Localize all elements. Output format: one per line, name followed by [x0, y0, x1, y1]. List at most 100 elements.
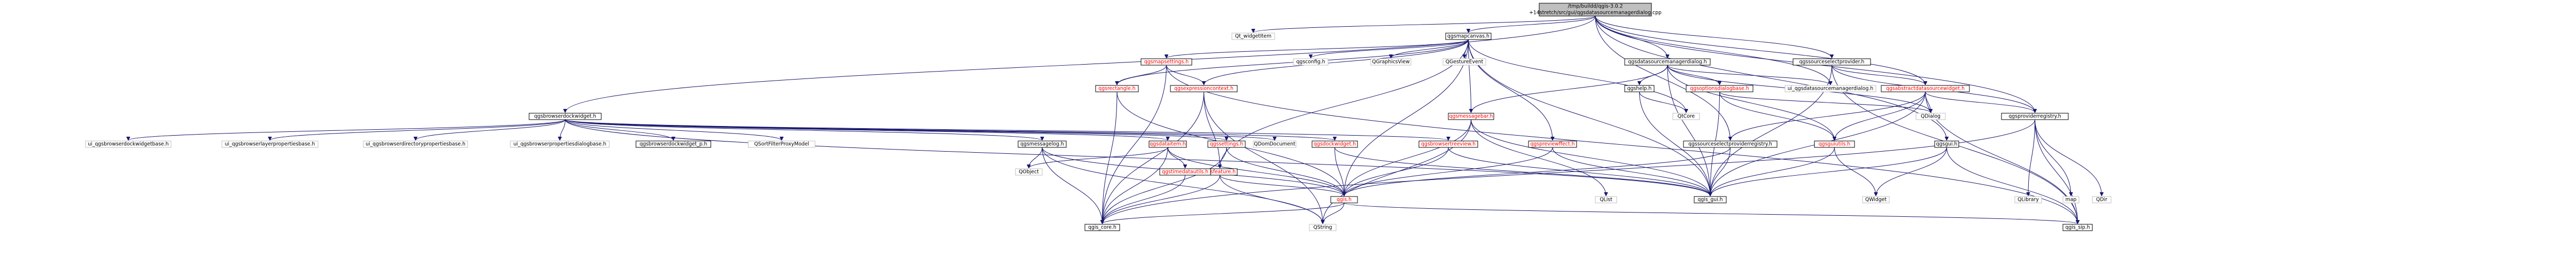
node-qgssourceselectprovider[interactable]: qgssourceselectprovider.h: [1793, 58, 1871, 66]
node-qgshelp[interactable]: qgshelp.h: [1624, 85, 1655, 92]
node-label-qgsbrowserdockwidget-p-0: qgsbrowserdockwidget_p.h: [640, 142, 708, 147]
edge-qgsmapsettings-to-qgis-core: [1103, 65, 1167, 224]
node-qgsfeature[interactable]: qgsfeature.h: [1202, 168, 1238, 176]
node-qgsoptionsdialogbase[interactable]: qgsoptionsdialogbase.h: [1686, 85, 1753, 92]
node-qgis-core[interactable]: qgis_core.h: [1084, 224, 1120, 231]
edge-qgspreviewffect-to-qgis-gui: [1552, 147, 1710, 197]
node-box-ui-datasourcemanager: [1784, 85, 1876, 92]
node-label-qsortfilterproxymodel-0: QSortFilterProxyModel: [754, 142, 809, 147]
node-box-qgraphicsview: [1370, 58, 1411, 66]
edge-qgsabstractdatasource-to-qgsguiutils: [1835, 91, 1926, 140]
node-label-qgsdatasourcemanagerdialog-0: qgsdatasourcemanagerdialog.h: [1628, 59, 1706, 65]
edge-qgsmapcanvas-to-qgsmessagebar: [1468, 39, 1471, 113]
node-qgsdataitem[interactable]: qgsdataitem.h: [1149, 140, 1187, 148]
node-qgssourceselectproviderregistry[interactable]: qgssourceselectproviderregistry.h: [1683, 140, 1778, 148]
edge-qgsmessagebar-to-qlist: [1471, 119, 1607, 196]
edge-qgsdockwidget-to-qgis-h: [1334, 147, 1345, 196]
edge-qgsmessagebar-to-qgis-h: [1344, 119, 1471, 196]
edge-qgsdatasourcemanagerdialog-to-qgis-gui: [1667, 65, 1710, 196]
node-qgsabstractdatasource[interactable]: qgsabstractdatasourcewidget.h: [1881, 85, 1970, 92]
edge-qgsbrowsertreeview-to-qgis-h: [1344, 147, 1449, 196]
node-qstring: QString: [1309, 224, 1337, 231]
node-box-map: [2062, 196, 2080, 203]
node-label-qgsfeature-0: qgsfeature.h: [1204, 169, 1236, 175]
node-qgsrectangle[interactable]: qgsrectangle.h: [1095, 85, 1139, 92]
edge-qgsmessagelog-to-qobject: [1029, 147, 1043, 169]
node-qgsbrowsertreeview[interactable]: qgsbrowsertreeview.h: [1418, 140, 1478, 148]
node-box-qlibrary: [2014, 196, 2042, 203]
node-box-qgsmapcanvas: [1445, 33, 1492, 40]
edge-qgsgui-to-qwidget: [1876, 147, 1947, 196]
node-box-qgsbrowserdockwidget-p: [635, 140, 711, 148]
node-qgis-sip[interactable]: qgis_sip.h: [2062, 224, 2093, 231]
node-label-qt-widgetitem-0: Qt_widgetItem: [1235, 34, 1271, 40]
node-qgsmessagelog[interactable]: qgsmessagelog.h: [1018, 140, 1067, 148]
edge-qgsbrowserdockwidget-to-qgsmessagelog: [565, 119, 1043, 141]
node-qt-widgetitem: Qt_widgetItem: [1231, 33, 1275, 40]
node-label-qgssettings-0: qgssettings.h: [1210, 142, 1244, 147]
node-box-qdir: [2092, 196, 2112, 203]
node-qdialog: QDialog: [1915, 113, 1946, 120]
edge-qgsbrowserdockwidget-to-qgsdataitem: [565, 119, 1168, 141]
node-box-qgssettings: [1207, 140, 1246, 148]
edge-qgis-h-to-qgis-sip: [1344, 202, 2078, 224]
edge-qgis-h-to-qgis-core: [1103, 202, 1345, 224]
node-label-ui-browserpropsdialog-0: ui_qgsbrowserpropertiesdialogbase.h: [514, 142, 607, 147]
node-label-qgssourceselectproviderregistry-0: qgssourceselectproviderregistry.h: [1688, 142, 1772, 147]
node-label-qgsmapsettings-0: qgsmapsettings.h: [1144, 59, 1189, 65]
edge-qgsbrowserdockwidget-to-qsortfilterproxymodel: [565, 119, 782, 141]
node-qgsbrowserdockwidget[interactable]: qgsbrowserdockwidget.h: [529, 113, 602, 120]
node-qgssettings[interactable]: qgssettings.h: [1207, 140, 1246, 148]
node-qgis-h[interactable]: qgis.h: [1330, 196, 1358, 203]
edge-qgsmapcanvas-to-qgspreviewffect: [1468, 39, 1553, 140]
edge-qgsfeature-to-qstring: [1220, 175, 1323, 224]
node-qgsmapsettings[interactable]: qgsmapsettings.h: [1140, 58, 1192, 66]
node-ui-browserpropsdialog: ui_qgsbrowserpropertiesdialogbase.h: [510, 140, 610, 148]
node-qgsdockwidget[interactable]: qgsdockwidget.h: [1312, 140, 1358, 148]
node-ui-datasourcemanager: ui_qgsdatasourcemanagerdialog.h: [1784, 85, 1876, 92]
edge-qgsmapcanvas-to-qgis-h: [1344, 39, 1469, 196]
node-root[interactable]: /tmp/buildd/qgis-3.0.2+14stretch/src/gui…: [1529, 3, 1662, 17]
node-box-qobject: [1015, 168, 1043, 176]
node-box-qgstimedatautils: [1159, 168, 1211, 176]
node-label-qgsrectangle-0: qgsrectangle.h: [1098, 86, 1135, 92]
edge-qgstimedatautils-to-qgis-core: [1103, 175, 1185, 224]
node-box-qgis-core: [1084, 224, 1120, 231]
node-label-qgsbrowserdockwidget-0: qgsbrowserdockwidget.h: [534, 114, 596, 120]
node-label-ui-browserdirprops-0: ui_qgsbrowserdirectorypropertiesbase.h: [366, 142, 465, 147]
node-label-qgsgui-0: qgsgui.h: [1936, 142, 1958, 147]
edge-qgsbrowserdockwidget-to-ui-browserdirprops: [416, 119, 565, 141]
node-box-ui-browserdirprops: [363, 140, 468, 148]
node-qgsguiutils[interactable]: qgsguiutils.h: [1814, 140, 1855, 148]
node-qtcore: QtCore: [1672, 113, 1700, 120]
edge-root-to-qgsdatasourcemanagerdialog: [1595, 15, 1667, 58]
node-box-qgis-h: [1330, 196, 1358, 203]
edge-qgsproviderregistry-to-qgis-core: [1103, 119, 2035, 224]
node-qgsconfig: qgsconfig.h: [1293, 58, 1329, 66]
edge-qgsmapsettings-to-qgis-sip: [1166, 65, 2078, 224]
edge-qgsdatasourcemanagerdialog-to-qgsguiutils: [1667, 65, 1835, 140]
node-label-qgsdockwidget-0: qgsdockwidget.h: [1314, 142, 1356, 147]
node-qgsgui[interactable]: qgsgui.h: [1934, 140, 1959, 148]
edge-qgsoptionsdialogbase-to-qgsguiutils: [1719, 91, 1835, 140]
node-qgsbrowserdockwidget-p[interactable]: qgsbrowserdockwidget_p.h: [635, 140, 711, 148]
node-box-qgsguiutils: [1814, 140, 1855, 148]
node-label-qgsconfig-0: qgsconfig.h: [1297, 59, 1325, 65]
node-qgspreviewffect[interactable]: qgspreviewffect.h: [1528, 140, 1577, 148]
node-label-qdomdocument-0: QDomDocument: [1254, 142, 1295, 147]
edge-qgsfeature-to-qgis-core: [1103, 175, 1220, 224]
edge-qgsfeature-to-qgis-h: [1220, 175, 1345, 197]
node-box-qgssourceselectprovider: [1793, 58, 1871, 66]
edge-qgsmapcanvas-to-qgsconfig: [1311, 39, 1469, 59]
node-qgsmessagebar[interactable]: qgsmessagebar.h: [1448, 113, 1494, 120]
node-qgsmapcanvas[interactable]: qgsmapcanvas.h: [1445, 33, 1492, 40]
node-qgis-gui[interactable]: qgis_gui.h: [1694, 196, 1727, 203]
node-qgsdatasourcemanagerdialog[interactable]: qgsdatasourcemanagerdialog.h: [1624, 58, 1711, 66]
node-box-qgesturevent: [1442, 58, 1486, 66]
node-qgsexpressioncontext[interactable]: qgsexpressioncontext.h: [1170, 85, 1238, 92]
node-qgstimedatautils[interactable]: qgstimedatautils.h: [1159, 168, 1211, 176]
node-qgsproviderregistry[interactable]: qgsproviderregistry.h: [2001, 113, 2069, 120]
edge-qgsoptionsdialogbase-to-qdialog: [1719, 91, 1931, 113]
edge-qgsdatasourcemanagerdialog-to-qgsmessagebar: [1471, 65, 1668, 113]
